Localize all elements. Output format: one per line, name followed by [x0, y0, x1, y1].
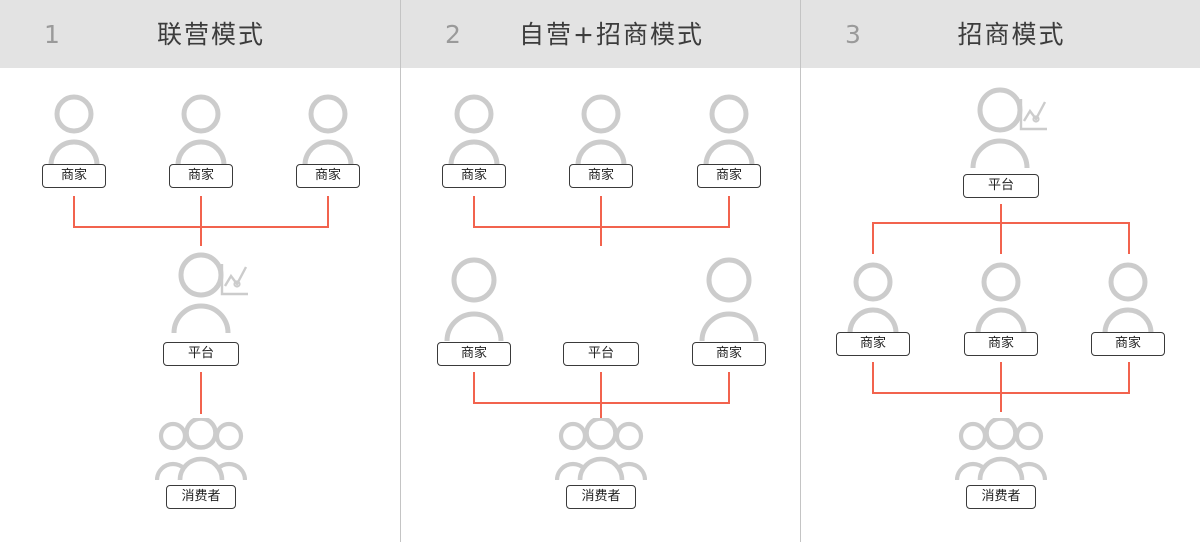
connector-line	[473, 196, 475, 228]
panel-number: 3	[845, 19, 861, 49]
connector-line	[600, 196, 602, 228]
connector-line	[872, 222, 874, 254]
person-icon	[847, 261, 899, 333]
node-label-merchant: 商家	[692, 342, 766, 366]
node-label-merchant: 商家	[296, 164, 360, 188]
connector-line	[200, 372, 202, 414]
node-label-platform: 平台	[963, 174, 1039, 198]
connector-line	[600, 372, 602, 404]
panel-title: 自营+招商模式	[519, 19, 704, 49]
connector-line	[1000, 222, 1002, 254]
panel-header: 2 自营+招商模式	[401, 0, 800, 68]
panel-header: 3 招商模式	[801, 0, 1200, 68]
diagram-stage: 商家 商家 商家 商家 平台 商家	[401, 68, 800, 542]
person-icon	[703, 93, 755, 165]
connector-line	[200, 196, 202, 228]
node-label-platform: 平台	[563, 342, 639, 366]
panel-title: 招商模式	[957, 19, 1066, 49]
person-icon	[1102, 261, 1154, 333]
panel-number: 1	[44, 19, 60, 49]
person-with-chart-icon	[170, 251, 250, 333]
people-group-icon	[555, 418, 647, 480]
person-icon	[443, 255, 505, 341]
people-group-icon	[955, 418, 1047, 480]
connector-line	[1128, 222, 1130, 254]
node-label-merchant: 商家	[437, 342, 511, 366]
node-label-platform: 平台	[163, 342, 239, 366]
person-icon	[48, 93, 100, 165]
connector-line	[600, 226, 602, 246]
person-icon	[975, 261, 1027, 333]
connector-line	[1128, 362, 1130, 394]
connector-line	[327, 196, 329, 228]
node-label-consumer: 消费者	[966, 485, 1036, 509]
node-label-merchant: 商家	[1091, 332, 1165, 356]
connector-line	[600, 402, 602, 422]
people-group-icon	[155, 418, 247, 480]
connector-line	[1000, 362, 1002, 394]
panel-self-plus-merchant-mode: 2 自营+招商模式 商家 商家 商家	[400, 0, 800, 542]
panel-header: 1 联营模式	[0, 0, 400, 68]
node-label-merchant: 商家	[697, 164, 761, 188]
node-label-merchant: 商家	[442, 164, 506, 188]
connector-line	[728, 196, 730, 228]
person-icon	[175, 93, 227, 165]
panel-merchant-recruitment-mode: 3 招商模式 平台	[800, 0, 1200, 542]
panel-number: 2	[445, 19, 461, 49]
diagram-stage: 平台 商家 商家 商家	[801, 68, 1200, 542]
node-label-consumer: 消费者	[566, 485, 636, 509]
diagram-stage: 商家 商家 商家 平台	[0, 68, 400, 542]
node-label-consumer: 消费者	[166, 485, 236, 509]
panel-joint-operation-mode: 1 联营模式 商家 商家 商家	[0, 0, 400, 542]
node-label-merchant: 商家	[569, 164, 633, 188]
connector-line	[73, 196, 75, 228]
connector-line	[872, 362, 874, 394]
connector-line	[200, 226, 202, 246]
connector-line	[473, 372, 475, 404]
connector-line	[1000, 392, 1002, 412]
node-label-merchant: 商家	[169, 164, 233, 188]
person-icon	[302, 93, 354, 165]
person-icon	[575, 93, 627, 165]
connector-line	[1000, 204, 1002, 224]
node-label-merchant: 商家	[964, 332, 1038, 356]
connector-line	[728, 372, 730, 404]
node-label-merchant: 商家	[836, 332, 910, 356]
panel-title: 联营模式	[156, 19, 265, 49]
person-with-chart-icon	[969, 86, 1049, 168]
person-icon	[448, 93, 500, 165]
node-label-merchant: 商家	[42, 164, 106, 188]
person-icon	[698, 255, 760, 341]
